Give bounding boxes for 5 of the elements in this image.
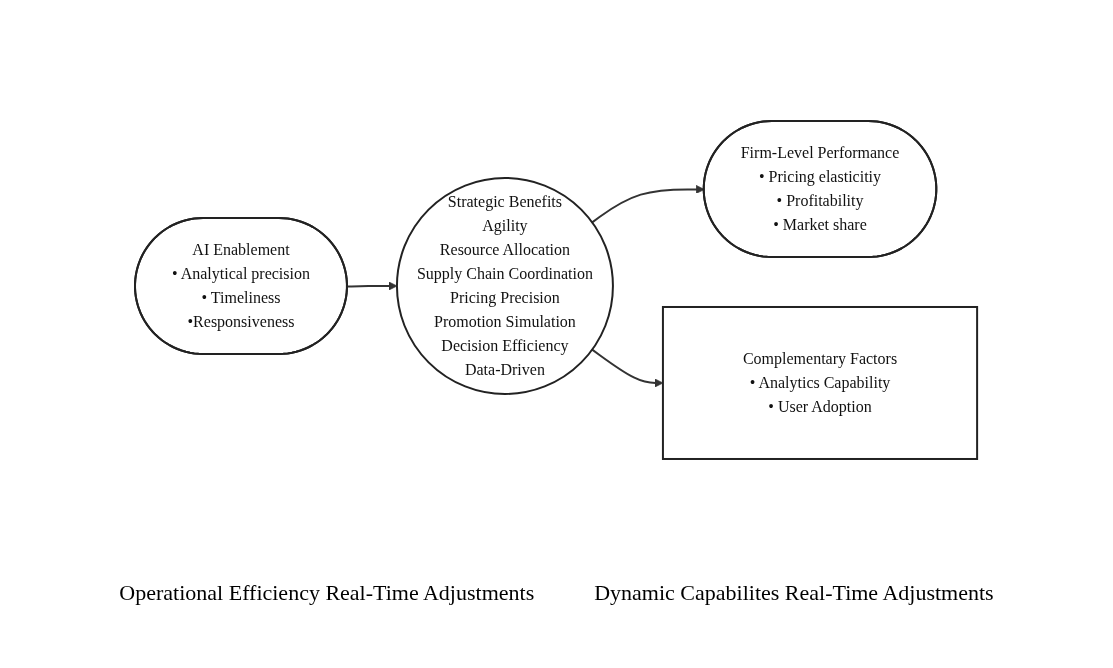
note-text: Dynamic Capabilites Real-Time Adjustments: [594, 580, 994, 606]
node-circle: Strategic Benefits Agility Resource Allocation Supply Chain Coordination Pricing Precision Promotion Simulation Decision Efficiency Data-Driven: [396, 177, 615, 395]
arrow: [591, 348, 664, 388]
node-box: Complementary Factors • Analytics Capability • User Adoption: [662, 306, 979, 460]
note-text: Operational Efficiency Real-Time Adjustments: [119, 580, 535, 606]
